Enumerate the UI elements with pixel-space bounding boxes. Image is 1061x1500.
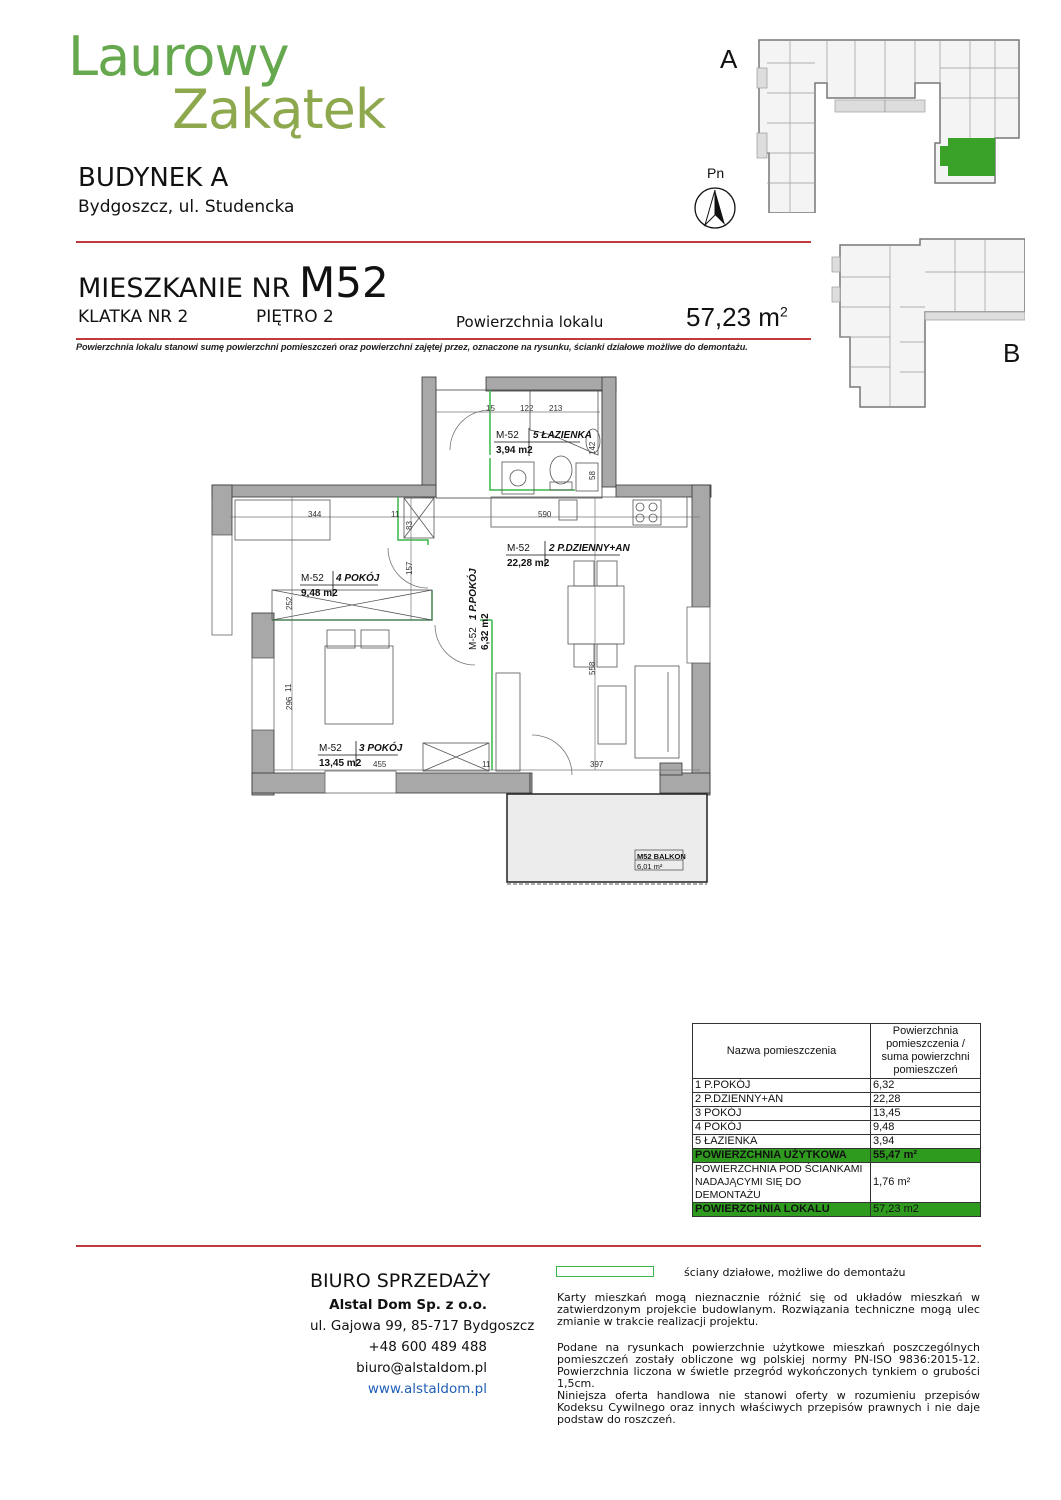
sales-office-phone: +48 600 489 488 — [368, 1339, 487, 1355]
svg-text:11: 11 — [391, 510, 400, 519]
legend-partition-swatch — [556, 1266, 654, 1277]
area-label: Powierzchnia lokalu — [456, 313, 604, 331]
svg-text:296: 296 — [285, 696, 294, 710]
north-arrow-icon — [694, 187, 736, 229]
sales-office-website-link[interactable]: www.alstaldom.pl — [367, 1381, 487, 1397]
svg-text:11: 11 — [284, 683, 293, 692]
svg-text:13,45 m2: 13,45 m2 — [319, 758, 362, 769]
svg-text:1 P.POKÓJ: 1 P.POKÓJ — [466, 568, 479, 620]
area-value: 57,23 m2 — [686, 302, 788, 333]
building-address: Bydgoszcz, ul. Studencka — [78, 197, 295, 217]
header-room-name: Nazwa pomieszczenia — [692, 1023, 871, 1079]
svg-text:M52 BALKON: M52 BALKON — [637, 852, 686, 861]
floor-label: PIĘTRO 2 — [256, 307, 334, 327]
building-a-label: A — [720, 44, 738, 74]
balcony-label: M52 BALKON 6,01 m² — [634, 849, 686, 871]
svg-text:15: 15 — [486, 404, 495, 413]
room-label-p-pokoj: M-52 1 P.POKÓJ 6,32 m2 — [466, 568, 491, 650]
header-room-area: Powierzchnia pomieszczenia / suma powier… — [870, 1023, 981, 1079]
svg-text:344: 344 — [308, 510, 322, 519]
building-b-label: B — [1003, 338, 1021, 368]
svg-text:5 ŁAZIENKA: 5 ŁAZIENKA — [533, 430, 592, 441]
area-unit-sup: 2 — [779, 303, 788, 320]
svg-text:2 P.DZIENNY+AN: 2 P.DZIENNY+AN — [548, 543, 630, 554]
sales-office-address: ul. Gajowa 99, 85-717 Bydgoszcz — [310, 1318, 535, 1334]
svg-text:6,01 m²: 6,01 m² — [637, 862, 663, 871]
staircase-label: KLATKA NR 2 — [78, 307, 189, 327]
header-divider-bottom — [76, 338, 811, 340]
disclaimer-3: Niniejsza oferta handlowa nie stanowi of… — [557, 1389, 980, 1426]
svg-text:M-52: M-52 — [507, 543, 530, 554]
table-header: Nazwa pomieszczenia Powierzchnia pomiesz… — [692, 1023, 981, 1079]
svg-text:M-52: M-52 — [301, 573, 324, 584]
svg-text:4 POKÓJ: 4 POKÓJ — [335, 571, 380, 584]
table-row-walls: POWIERZCHNIA POD ŚCIANKAMI NADAJĄCYMI SI… — [692, 1162, 981, 1203]
svg-text:590: 590 — [538, 510, 552, 519]
legend-partition-label: ściany działowe, możliwe do demontażu — [684, 1266, 906, 1279]
area-note: Powierzchnia lokalu stanowi sumę powierz… — [76, 342, 748, 352]
svg-text:M-52: M-52 — [496, 430, 519, 441]
room-label-pokoj-3: M-52 3 POKÓJ 13,45 m2 — [318, 741, 403, 769]
sales-office-title: BIURO SPRZEDAŻY — [310, 1270, 491, 1292]
sales-office-company: Alstal Dom Sp. z o.o. — [329, 1297, 487, 1313]
svg-text:M-52: M-52 — [468, 627, 479, 650]
svg-text:157: 157 — [405, 561, 414, 575]
footer-divider — [76, 1245, 981, 1247]
brand-logo-line1: Laurowy — [68, 25, 290, 88]
svg-text:455: 455 — [373, 760, 387, 769]
floor-plan: 122 15 213 344 11 590 455 11 397 252 296… — [211, 376, 712, 885]
header-divider-top — [76, 241, 811, 243]
svg-text:58: 58 — [588, 471, 597, 480]
svg-text:213: 213 — [549, 404, 563, 413]
apartment-title-prefix: MIESZKANIE NR — [78, 273, 291, 304]
keyplan-building-b — [831, 238, 1025, 408]
svg-text:397: 397 — [590, 760, 604, 769]
area-number: 57,23 m — [686, 302, 780, 332]
sales-office-email[interactable]: biuro@alstaldom.pl — [356, 1360, 487, 1376]
svg-text:142: 142 — [588, 441, 597, 455]
svg-text:M-52: M-52 — [319, 743, 342, 754]
building-name: BUDYNEK A — [78, 163, 229, 193]
disclaimer-2: Podane na rysunkach powierzchnie użytkow… — [557, 1341, 980, 1390]
room-label-lazienka: M-52 5 ŁAZIENKA 3,94 m2 — [494, 428, 592, 456]
svg-text:558: 558 — [588, 661, 597, 675]
disclaimer-1: Karty mieszkań mogą nieznacznie różnić s… — [557, 1291, 980, 1328]
north-label: Pn — [707, 165, 725, 181]
apartment-title: MIESZKANIE NR M52 — [78, 258, 389, 307]
room-label-dzienny: M-52 2 P.DZIENNY+AN 22,28 m2 — [506, 541, 630, 569]
dim-122: 122 — [520, 404, 534, 413]
brand-logo-line2: Zakątek — [172, 78, 386, 141]
keyplan-building-a — [756, 39, 1020, 213]
svg-text:3 POKÓJ: 3 POKÓJ — [359, 741, 403, 754]
svg-text:22,28 m2: 22,28 m2 — [507, 558, 550, 569]
room-label-pokoj-4: M-52 4 POKÓJ 9,48 m2 — [300, 571, 380, 599]
svg-text:252: 252 — [285, 596, 294, 610]
apartment-number: M52 — [299, 258, 389, 307]
svg-text:9,48 m2: 9,48 m2 — [301, 588, 338, 599]
svg-text:83: 83 — [405, 521, 414, 530]
svg-text:3,94 m2: 3,94 m2 — [496, 445, 533, 456]
svg-text:6,32 m2: 6,32 m2 — [480, 613, 491, 650]
sales-office: BIURO SPRZEDAŻY Alstal Dom Sp. z o.o. ul… — [310, 1270, 535, 1397]
svg-text:11: 11 — [482, 760, 491, 769]
area-table: Nazwa pomieszczenia Powierzchnia pomiesz… — [692, 1023, 981, 1217]
